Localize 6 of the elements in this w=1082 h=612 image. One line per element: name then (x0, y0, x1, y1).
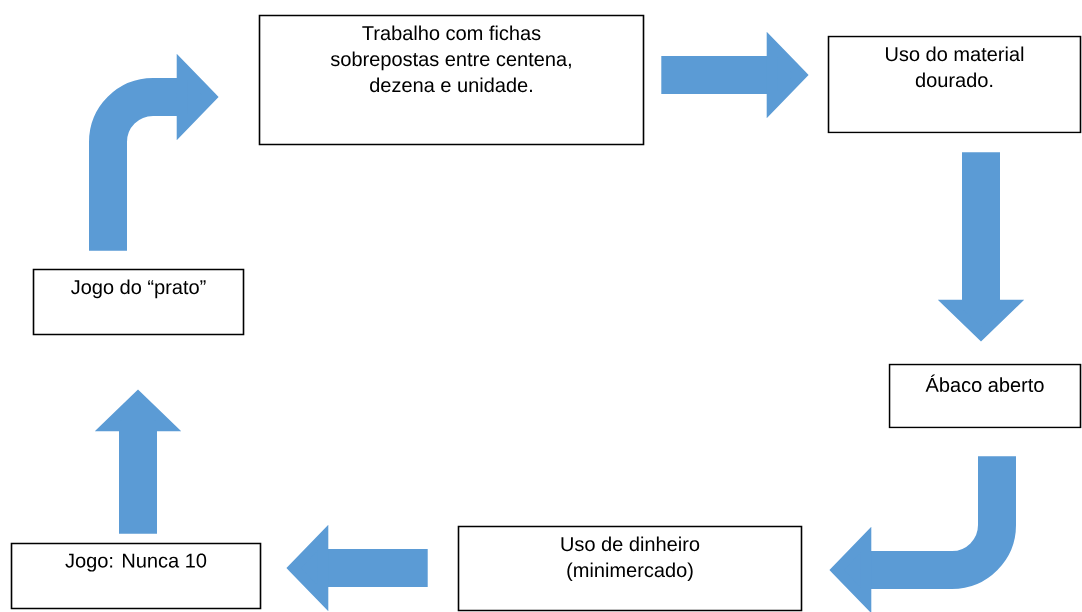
process-box: Ábaco aberto (888, 363, 1082, 429)
process-box: Uso do material dourado. (827, 35, 1082, 134)
process-box: Uso de dinheiro (minimercado) (457, 525, 803, 612)
process-box: Jogo: Nunca 10 (10, 542, 262, 610)
process-box: Jogo do “prato” (32, 268, 245, 336)
process-box: Trabalho com fichas sobrepostas entre centena, dezena e unidade. (258, 14, 645, 146)
